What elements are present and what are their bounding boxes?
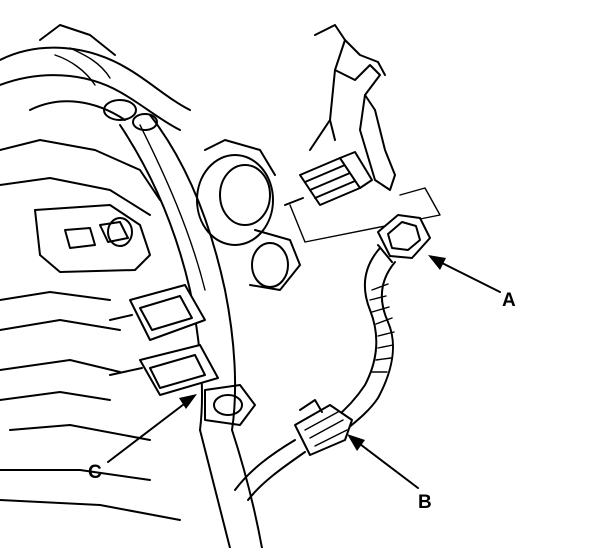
harness-sleeve: [119, 114, 263, 548]
leader-c: [107, 394, 197, 463]
leader-b: [347, 434, 419, 489]
engine-housing: [0, 24, 191, 521]
leader-a: [428, 255, 501, 293]
clip-b: [234, 399, 353, 501]
connector-a: [377, 214, 431, 263]
callout-label-a: A: [502, 290, 516, 311]
detail-outline: [289, 187, 441, 243]
pulley-housing: [196, 139, 301, 291]
callout-label-b: B: [418, 492, 432, 513]
callout-label-c: C: [88, 462, 102, 483]
wire-harness-a: [334, 247, 396, 429]
connector-c: [109, 284, 256, 426]
sensor-bracket: [284, 24, 396, 206]
